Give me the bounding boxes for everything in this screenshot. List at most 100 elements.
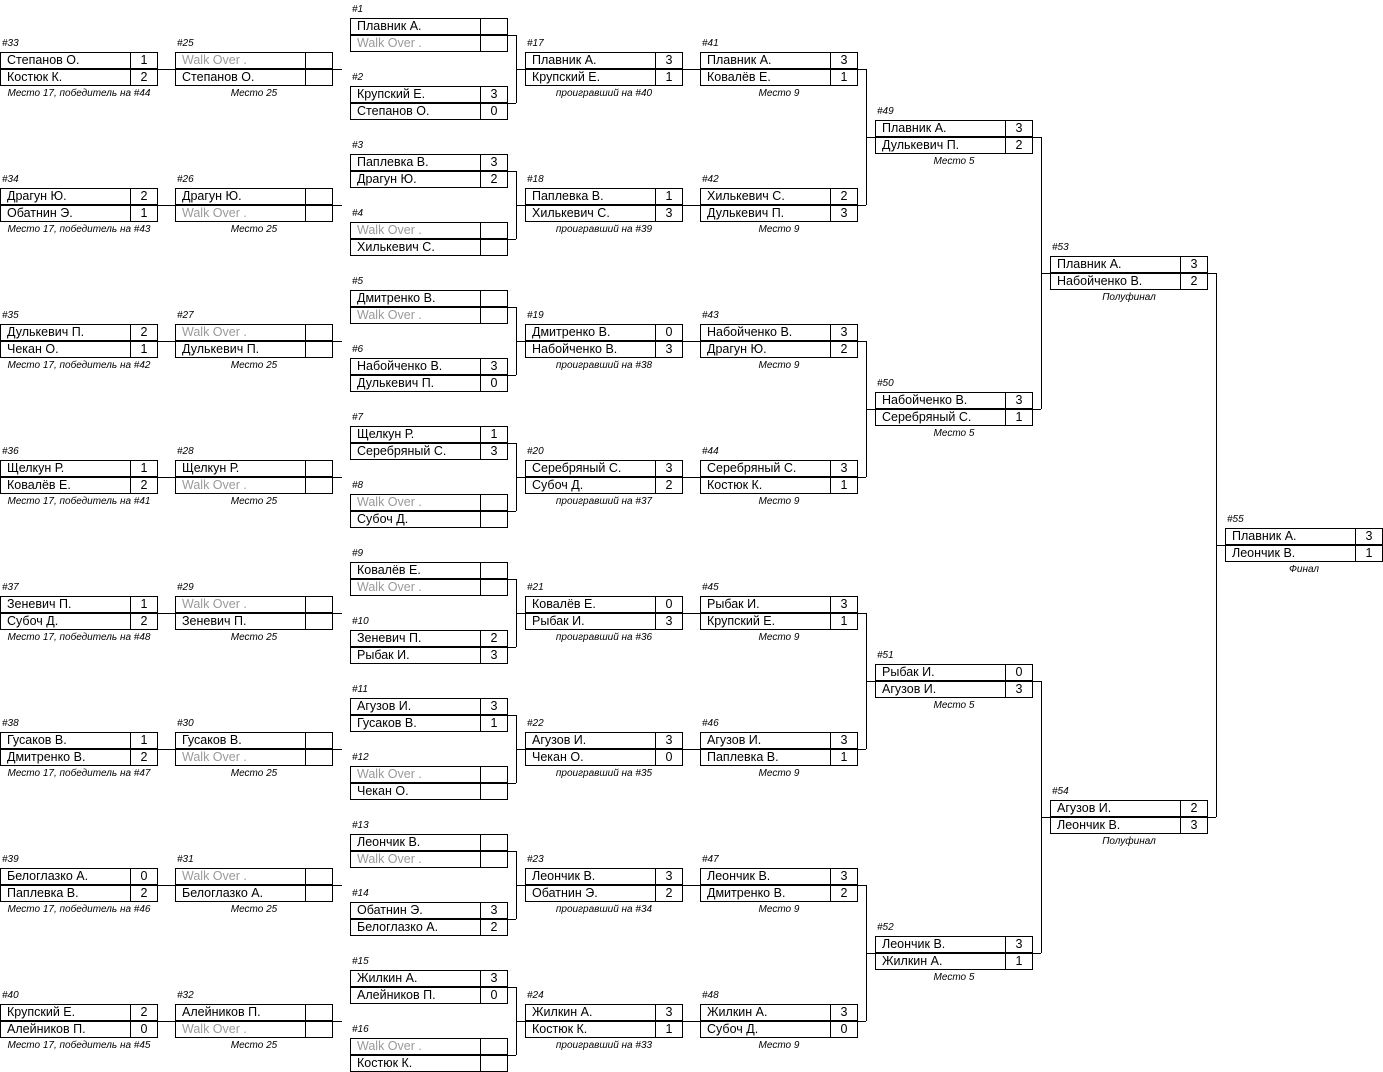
match-number: #46	[702, 718, 719, 729]
walk-over-label: Walk Over .	[182, 750, 247, 764]
player-score: 1	[1005, 954, 1032, 969]
player-row: Walk Over .	[350, 579, 508, 596]
player-row: Walk Over .	[175, 324, 333, 341]
connector-line	[508, 375, 516, 376]
player-score: 2	[480, 172, 507, 187]
match-note: Место 5	[933, 156, 975, 167]
player-name: Костюк К.	[707, 478, 763, 492]
connector-line	[516, 1021, 525, 1022]
player-name: Агузов И.	[357, 699, 412, 713]
player-name: Серебряный С.	[882, 410, 972, 424]
walk-over-label: Walk Over .	[357, 308, 422, 322]
match-number: #48	[702, 990, 719, 1001]
player-score: 1	[130, 597, 157, 612]
player-row: Крупский Е.1	[700, 613, 858, 630]
player-score: 1	[830, 70, 857, 85]
connector-line	[858, 69, 866, 70]
connector-line	[158, 1021, 175, 1022]
connector-line	[516, 341, 525, 342]
player-row: Драгун Ю.2	[700, 341, 858, 358]
player-score: 1	[480, 716, 507, 731]
player-score	[480, 852, 507, 867]
connector-line	[158, 477, 175, 478]
connector-line	[516, 749, 525, 750]
match-number: #51	[877, 650, 894, 661]
player-row: Зеневич П.2	[350, 630, 508, 647]
player-row: Walk Over .	[350, 766, 508, 783]
player-row: Паплевка В.1	[525, 188, 683, 205]
connector-line	[508, 307, 516, 308]
player-name: Плавник А.	[1232, 529, 1297, 543]
player-name: Рыбак И.	[532, 614, 585, 628]
player-score	[480, 19, 507, 34]
player-row: Гусаков В.1	[0, 732, 158, 749]
connector-line	[1208, 273, 1216, 274]
player-score: 3	[480, 155, 507, 170]
player-name: Леончик В.	[707, 869, 771, 883]
player-row: Щелкун Р.1	[0, 460, 158, 477]
connector-line	[858, 1021, 866, 1022]
player-name: Зеневич П.	[7, 597, 72, 611]
player-score: 1	[130, 461, 157, 476]
player-name: Степанов О.	[7, 53, 80, 67]
player-row: Паплевка В.2	[0, 885, 158, 902]
player-row: Ковалёв Е.0	[525, 596, 683, 613]
connector-line	[1033, 953, 1041, 954]
match-number: #31	[177, 854, 194, 865]
match-note: Место 25	[230, 360, 278, 371]
player-score	[305, 597, 332, 612]
connector-line	[508, 1055, 516, 1056]
player-name: Ковалёв Е.	[7, 478, 71, 492]
connector-line	[858, 885, 866, 886]
player-name: Ковалёв Е.	[357, 563, 421, 577]
player-row: Набойченко В.3	[350, 358, 508, 375]
player-name: Дмитренко В.	[7, 750, 86, 764]
match-number: #54	[1052, 786, 1069, 797]
player-score	[480, 835, 507, 850]
match-note: Место 9	[758, 224, 800, 235]
player-row: Костюк К. 1	[700, 477, 858, 494]
match-note: Место 25	[230, 224, 278, 235]
player-name: Агузов И.	[532, 733, 587, 747]
connector-line	[683, 613, 700, 614]
match-note: Место 9	[758, 360, 800, 371]
player-row: Walk Over .	[350, 851, 508, 868]
player-score: 1	[130, 53, 157, 68]
player-row: Алейников П.0	[350, 987, 508, 1004]
connector-line	[333, 69, 342, 70]
player-name: Субоч Д.	[357, 512, 409, 526]
player-score: 1	[830, 478, 857, 493]
player-name: Жилкин А.	[357, 971, 418, 985]
player-name: Серебряный С.	[707, 461, 797, 475]
player-row: Хилькевич С.3	[525, 205, 683, 222]
connector-line	[158, 205, 175, 206]
player-row: Walk Over .	[175, 749, 333, 766]
connector-line	[683, 69, 700, 70]
connector-line	[333, 341, 342, 342]
player-row: Walk Over .	[350, 494, 508, 511]
player-row: Walk Over .	[350, 307, 508, 324]
walk-over-label: Walk Over .	[357, 1039, 422, 1053]
player-row: Плавник А.	[350, 18, 508, 35]
match-number: #13	[352, 820, 369, 831]
player-row: Паплевка В.1	[700, 749, 858, 766]
match-number: #39	[2, 854, 19, 865]
match-number: #45	[702, 582, 719, 593]
player-name: Жилкин А.	[707, 1005, 768, 1019]
player-row: Белоглазко А.0	[0, 868, 158, 885]
player-score: 3	[830, 206, 857, 221]
